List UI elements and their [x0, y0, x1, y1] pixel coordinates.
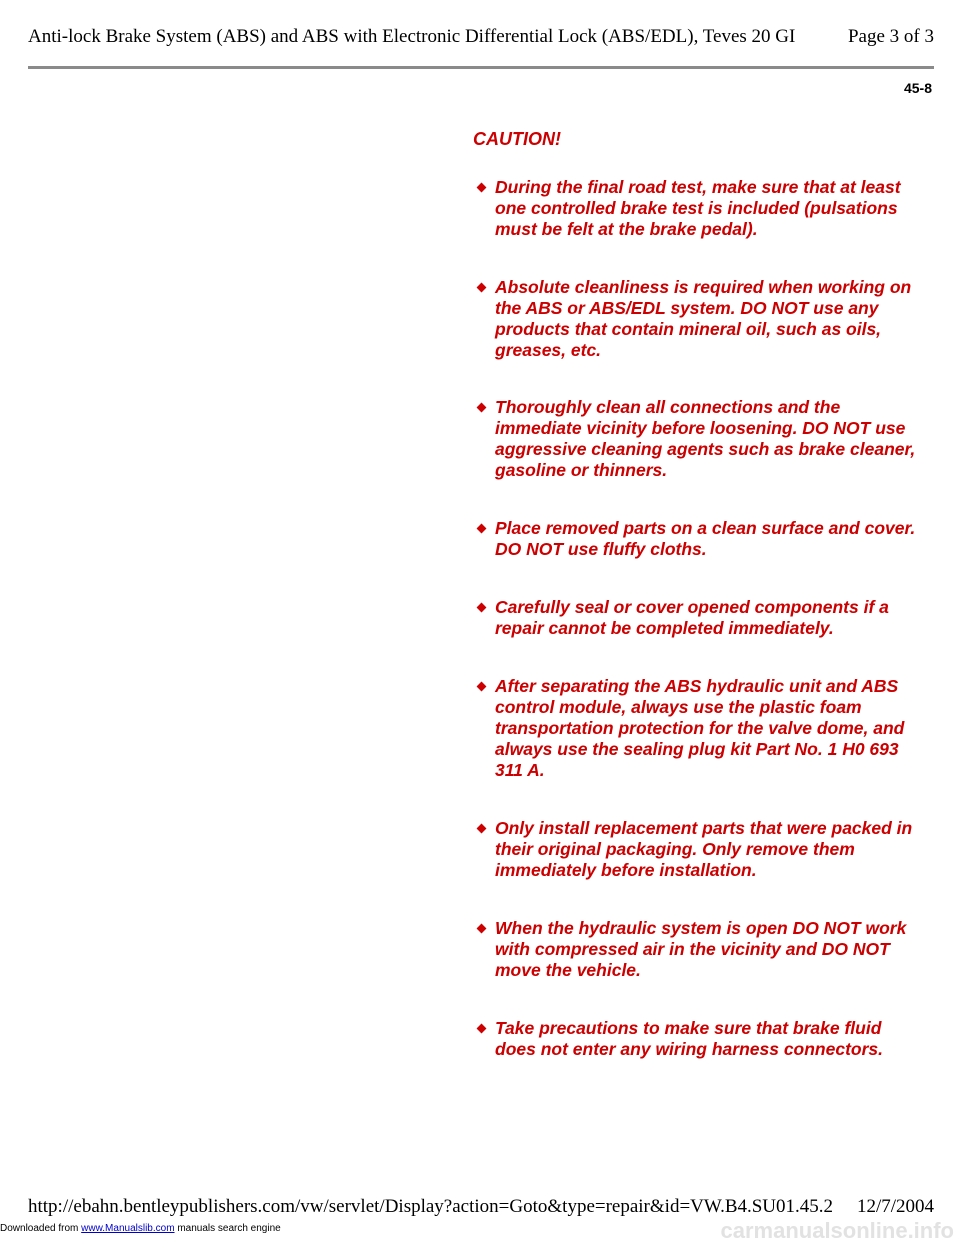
caution-item: Take precautions to make sure that brake…: [476, 1018, 918, 1060]
caution-item-text: After separating the ABS hydraulic unit …: [495, 676, 905, 780]
diamond-bullet-icon: [476, 1023, 487, 1034]
download-source-suffix: manuals search engine: [177, 1223, 281, 1234]
download-source-prefix: Downloaded from: [0, 1223, 79, 1234]
download-source: Downloaded from www.Manualslib.com manua…: [0, 1223, 281, 1234]
caution-item: Only install replacement parts that were…: [476, 818, 918, 881]
diamond-bullet-icon: [476, 923, 487, 934]
diamond-bullet-icon: [476, 182, 487, 193]
caution-item: Carefully seal or cover opened component…: [476, 597, 918, 639]
header-divider: [28, 66, 934, 69]
caution-item: After separating the ABS hydraulic unit …: [476, 676, 918, 781]
caution-list: During the final road test, make sure th…: [476, 177, 918, 1060]
print-date: 12/7/2004: [856, 1196, 934, 1217]
caution-item: When the hydraulic system is open DO NOT…: [476, 918, 918, 981]
caution-item-text: Carefully seal or cover opened component…: [495, 597, 889, 638]
caution-item-text: During the final road test, make sure th…: [495, 177, 901, 239]
manualslib-link[interactable]: www.Manualslib.com: [81, 1223, 175, 1234]
caution-item-text: Take precautions to make sure that brake…: [495, 1018, 884, 1059]
source-url[interactable]: http://ebahn.bentleypublishers.com/vw/se…: [28, 1196, 834, 1217]
caution-heading: CAUTION!: [473, 129, 561, 149]
diamond-bullet-icon: [476, 823, 487, 834]
document-title: Anti-lock Brake System (ABS) and ABS wit…: [28, 26, 796, 47]
section-code: 45-8: [903, 80, 932, 96]
caution-item-text: Place removed parts on a clean surface a…: [495, 518, 916, 559]
caution-item: Thoroughly clean all connections and the…: [476, 397, 918, 481]
diamond-bullet-icon: [476, 402, 487, 413]
caution-item-text: When the hydraulic system is open DO NOT…: [495, 918, 907, 980]
page-number: Page 3 of 3: [847, 26, 934, 47]
caution-item: Place removed parts on a clean surface a…: [476, 518, 918, 560]
watermark: carmanualsonline.info: [720, 1218, 955, 1243]
caution-item: Absolute cleanliness is required when wo…: [476, 277, 918, 361]
caution-item-text: Thoroughly clean all connections and the…: [495, 397, 916, 480]
caution-item-text: Only install replacement parts that were…: [495, 818, 913, 880]
diamond-bullet-icon: [476, 282, 487, 293]
diamond-bullet-icon: [476, 523, 487, 534]
caution-item-text: Absolute cleanliness is required when wo…: [495, 277, 912, 360]
diamond-bullet-icon: [476, 681, 487, 692]
caution-item: During the final road test, make sure th…: [476, 177, 918, 240]
diamond-bullet-icon: [476, 602, 487, 613]
